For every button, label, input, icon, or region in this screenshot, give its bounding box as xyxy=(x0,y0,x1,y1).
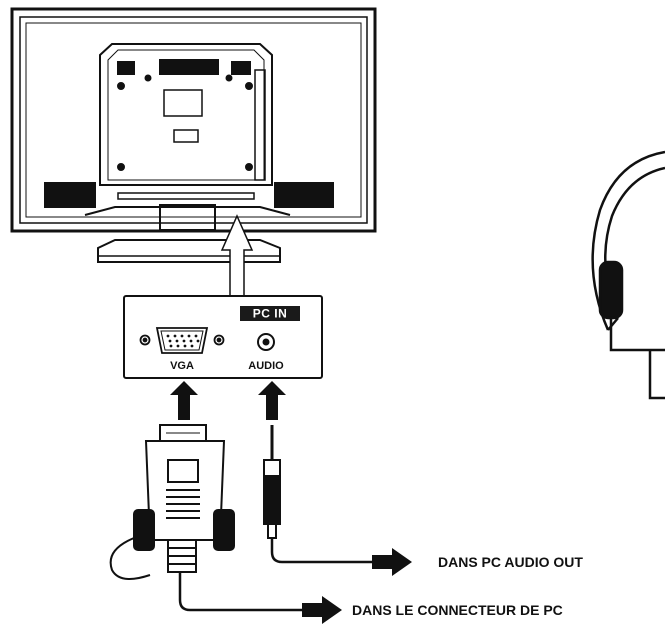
vga-port-label: VGA xyxy=(170,360,194,372)
audio-out-arrow xyxy=(372,548,412,576)
audio-plug xyxy=(263,425,281,539)
pc-in-badge xyxy=(240,306,300,321)
tv-rear-view xyxy=(10,7,377,263)
audio-out-callout: DANS PC AUDIO OUT xyxy=(438,554,583,570)
vga-cable-line xyxy=(178,572,310,612)
audio-cable-line xyxy=(270,538,380,564)
pc-in-badge-label: PC IN xyxy=(253,307,288,321)
screw-rotation-arrow xyxy=(109,537,151,580)
vga-cable-connector xyxy=(133,424,235,573)
audio-port-label: AUDIO xyxy=(248,360,284,372)
headphones-icon xyxy=(591,150,665,400)
pc-connector-arrow xyxy=(302,596,342,624)
audio-up-arrow xyxy=(258,381,286,420)
up-arrow-outline xyxy=(220,214,254,299)
vga-up-arrow xyxy=(170,381,198,420)
audio-port xyxy=(257,333,275,351)
pc-connector-callout: DANS LE CONNECTEUR DE PC xyxy=(352,602,563,618)
pc-in-panel: PC IN VGA AUDIO xyxy=(123,295,323,379)
vga-port xyxy=(139,327,225,354)
